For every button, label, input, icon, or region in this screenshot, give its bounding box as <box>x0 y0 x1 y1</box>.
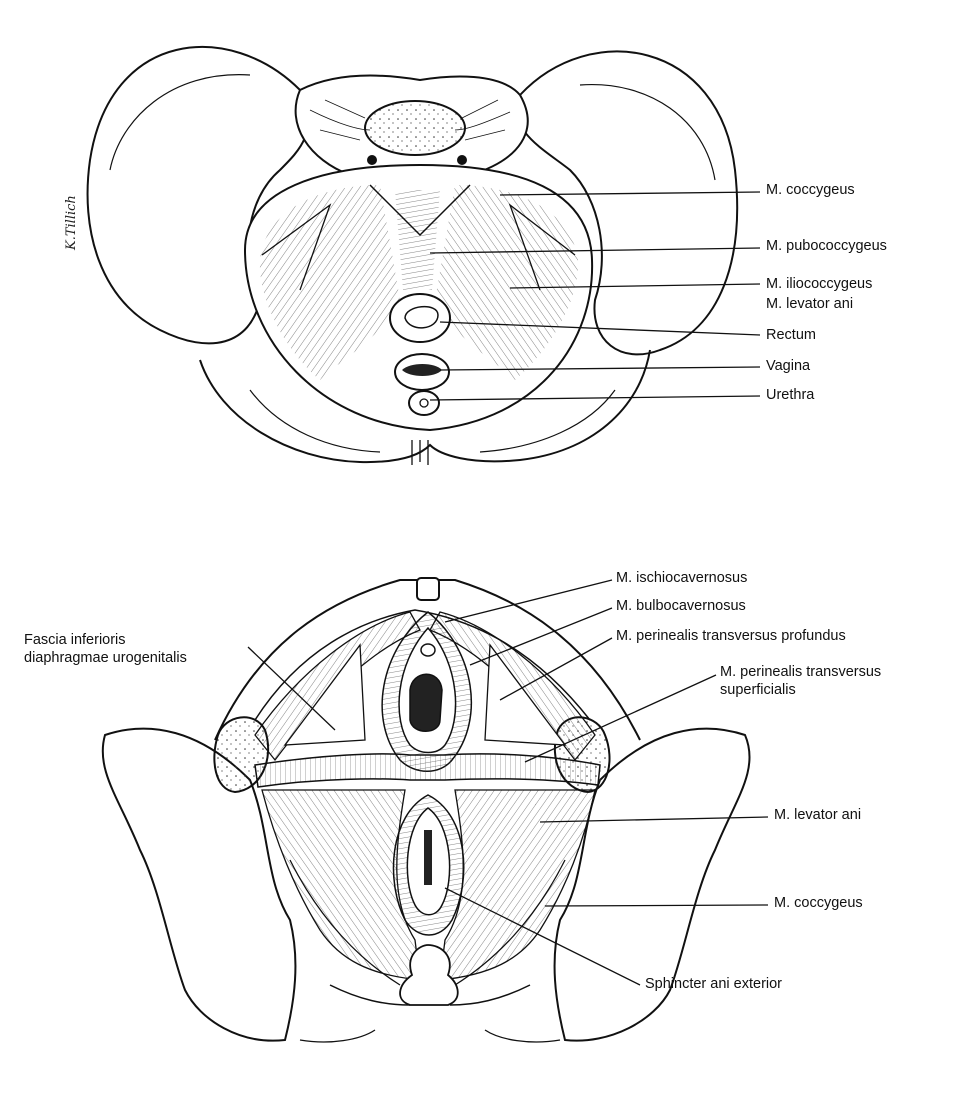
label-bulbocavernosus: M. bulbocavernosus <box>616 598 746 614</box>
vaginal-opening <box>409 673 443 732</box>
pelvic-outlet-rim <box>199 349 651 464</box>
label-sphincter: Sphincter ani exterior <box>645 976 783 992</box>
levator-left-fibers <box>259 185 400 380</box>
label-urethra: Urethra <box>766 387 815 403</box>
label-coccygeus-top: M. coccygeus <box>766 182 855 198</box>
label-trans-superficialis-line2: superficialis <box>720 682 796 698</box>
left-iliac-wing <box>86 46 310 345</box>
pubic-symphysis <box>416 577 440 601</box>
label-iliococcygeus: M. iliococcygeus <box>766 276 873 292</box>
right-iliac-wing <box>515 50 739 356</box>
label-levator-ani-top: M. levator ani <box>766 296 854 312</box>
sacral-body <box>364 100 466 156</box>
label-ischiocavernosus: M. ischiocavernosus <box>616 570 748 586</box>
top-pelvis <box>86 46 761 465</box>
label-levator-ani-bottom: M. levator ani <box>774 807 862 823</box>
transverse-superficial-band <box>254 753 601 788</box>
label-vagina: Vagina <box>766 358 811 374</box>
levator-right-fibers <box>435 185 579 380</box>
label-trans-profundus: M. perinealis transversus profundus <box>616 628 846 644</box>
label-trans-superficialis-line1: M. perinealis transversus <box>720 664 882 680</box>
urethra-opening <box>408 390 440 416</box>
bottom-perineum <box>101 577 769 1043</box>
label-fascia-line1: Fascia inferioris <box>24 632 126 648</box>
label-pubococcygeus: M. pubococcygeus <box>766 238 887 254</box>
label-rectum: Rectum <box>766 327 816 343</box>
bottom-leader-lines <box>247 579 769 986</box>
label-coccygeus-bottom: M. coccygeus <box>774 895 863 911</box>
label-fascia-line2: diaphragmae urogenitalis <box>24 650 187 666</box>
top-leader-lines <box>429 191 761 401</box>
artist-signature: K.Tillich <box>64 195 79 250</box>
coccyx <box>399 944 459 1006</box>
anal-opening <box>424 830 432 885</box>
